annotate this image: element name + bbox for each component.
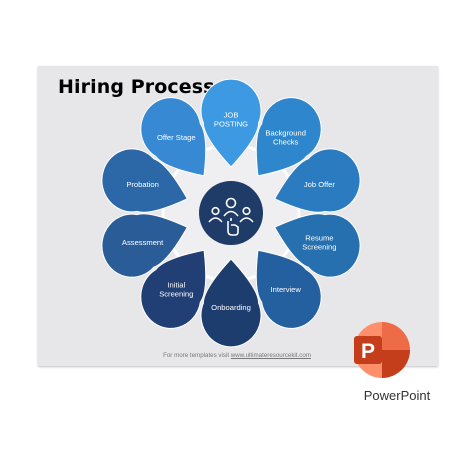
stage-petal	[101, 148, 189, 213]
stage-petals	[101, 78, 361, 348]
stage-petal	[273, 213, 361, 278]
stage-petal	[101, 213, 189, 278]
powerpoint-label: PowerPoint	[363, 388, 431, 403]
stage-petal	[140, 249, 207, 329]
stage-label: Assessment	[122, 238, 164, 247]
stage-label: Interview	[271, 285, 302, 294]
slide-footer: For more templates visit www.ultimateres…	[0, 352, 474, 359]
footer-link[interactable]: www.ultimateresourcekit.com	[230, 352, 311, 359]
center-hub	[199, 181, 263, 245]
stage-petal	[200, 78, 262, 168]
stage-label: Onboarding	[211, 303, 251, 312]
stage-label: Job Offer	[304, 180, 336, 189]
footer-text: For more templates visit	[163, 352, 231, 359]
stage-petal	[255, 249, 322, 329]
powerpoint-icon: P	[354, 322, 410, 378]
stage-label: Probation	[126, 180, 159, 189]
stage-petal	[273, 148, 361, 213]
people-group-icon	[208, 197, 254, 236]
powerpoint-letter: P	[361, 340, 375, 363]
stage-petal	[255, 97, 322, 177]
slide-title: Hiring Process	[58, 76, 215, 98]
stage-label: Offer Stage	[157, 133, 196, 142]
stage-petal	[140, 97, 207, 177]
stage-petal	[200, 258, 262, 348]
